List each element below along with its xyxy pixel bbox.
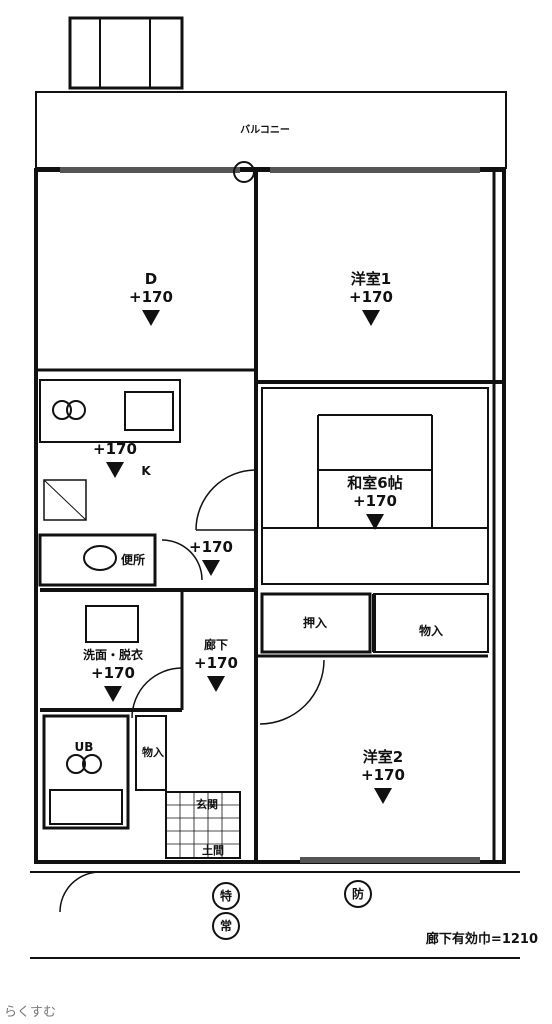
column-mark [233,161,255,183]
room-level: +170 [353,492,397,510]
level-arrow-icon [207,676,225,692]
room-western1: 洋室1 +170 [316,270,426,326]
washbasin [85,605,139,643]
special-mark [212,882,240,910]
symbol-emergency: 常 [219,919,232,933]
tatami-area [261,387,489,585]
level-arrow-icon [202,560,220,576]
level-arrow-icon [366,514,384,530]
stove-burner [52,400,72,420]
room-name-toilet: 便所 [120,553,145,567]
room-name: 洋室1 [350,270,392,288]
room-level: +170 [93,440,137,458]
room-level: +170 [129,288,173,306]
watermark-logo: らくすむ [4,1005,57,1020]
level-arrow-icon [362,310,380,326]
room-dining: D +170 [96,270,206,326]
room-japanese: 和室6帖 +170 [318,474,432,530]
kitchen-counter [39,379,181,443]
room-level: +170 [349,288,393,306]
room-toilet-level: +170 [166,538,256,576]
room-level: +170 [361,766,405,784]
room-level: +170 [91,664,135,682]
fire-mark [344,880,372,908]
fridge [43,479,87,521]
room-name-oshiire: 押入 [302,616,327,630]
room-name: 和室6帖 [347,474,403,492]
symbol-fire: 防 [351,887,364,901]
room-name-entrance-level: 土間 [202,844,224,857]
level-arrow-icon [142,310,160,326]
toilet-bowl [83,545,117,571]
room-western2: 洋室2 +170 [328,748,438,804]
entrance-floor [165,791,241,859]
room-name: 洋室2 [362,748,404,766]
room-name-entrance: 玄関 [196,798,218,811]
room-hallway: 廊下 +170 [176,636,256,692]
balcony-railing [68,16,184,90]
room-name: 廊下 [203,638,228,652]
corridor-width-note: 廊下有効巾=1210 [425,932,538,947]
room-name: D [144,270,158,288]
room-level: +170 [189,538,233,556]
hall-closet [135,715,167,791]
oshiire [260,592,372,654]
room-name-hall-closet: 物入 [142,746,164,759]
room-name-bath: UB [74,740,94,754]
level-arrow-icon [106,462,124,478]
room-washroom: 洗面・脱衣 +170 [58,646,168,702]
room-name-monoire: 物入 [418,624,443,638]
symbol-special: 特 [219,889,232,903]
level-arrow-icon [374,788,392,804]
toilet-room [38,533,157,587]
level-arrow-icon [104,686,122,702]
room-name-balcony: バルコニー [240,125,290,136]
room-level: +170 [194,654,238,672]
unit-bath [42,714,130,830]
room-name-kitchen: K [141,464,151,478]
room-kitchen: +170 [70,440,160,478]
emergency-mark [212,912,240,940]
sink [124,391,174,431]
room-name: 洗面・脱衣 [82,648,143,662]
